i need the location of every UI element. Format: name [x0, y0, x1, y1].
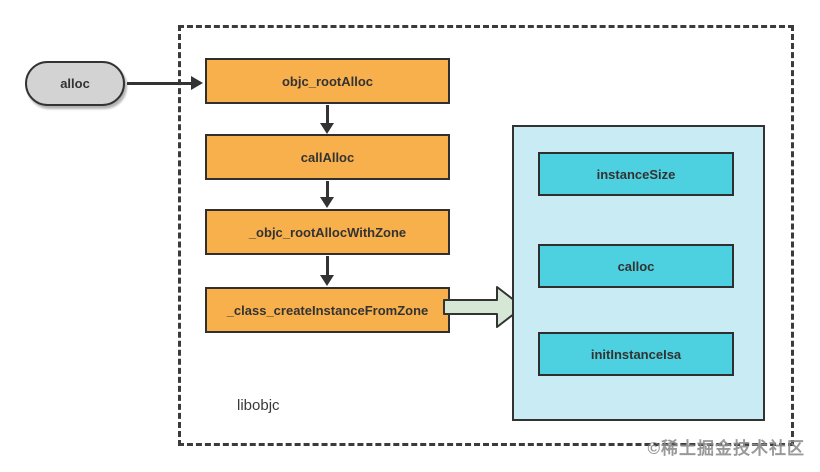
flow-node-callalloc: callAlloc [205, 134, 450, 180]
detail-node-label: calloc [617, 258, 655, 274]
flow-node-label: _objc_rootAllocWithZone [248, 224, 407, 240]
flow-node-objc-rootallocwithzone: _objc_rootAllocWithZone [205, 209, 450, 255]
flow-node-objc-rootalloc: objc_rootAlloc [205, 58, 450, 104]
flow-node-label: _class_createInstanceFromZone [226, 302, 429, 318]
libobjc-label: libobjc [237, 397, 280, 414]
flow-node-label: callAlloc [300, 149, 355, 165]
detail-node-calloc: calloc [538, 244, 734, 288]
alloc-node-label: alloc [60, 76, 90, 91]
detail-node-instancesize: instanceSize [538, 152, 734, 196]
big-right-arrow-icon [443, 286, 524, 328]
detail-node-label: instanceSize [596, 166, 676, 182]
detail-node-label: initInstanceIsa [590, 346, 682, 362]
detail-node-initinstanceisa: initInstanceIsa [538, 332, 734, 376]
alloc-node: alloc [25, 61, 125, 106]
watermark-text: ©稀土掘金技术社区 [647, 439, 805, 458]
flow-node-label: objc_rootAlloc [281, 73, 373, 89]
flow-node-class-createinstancefromzone: _class_createInstanceFromZone [205, 287, 450, 333]
